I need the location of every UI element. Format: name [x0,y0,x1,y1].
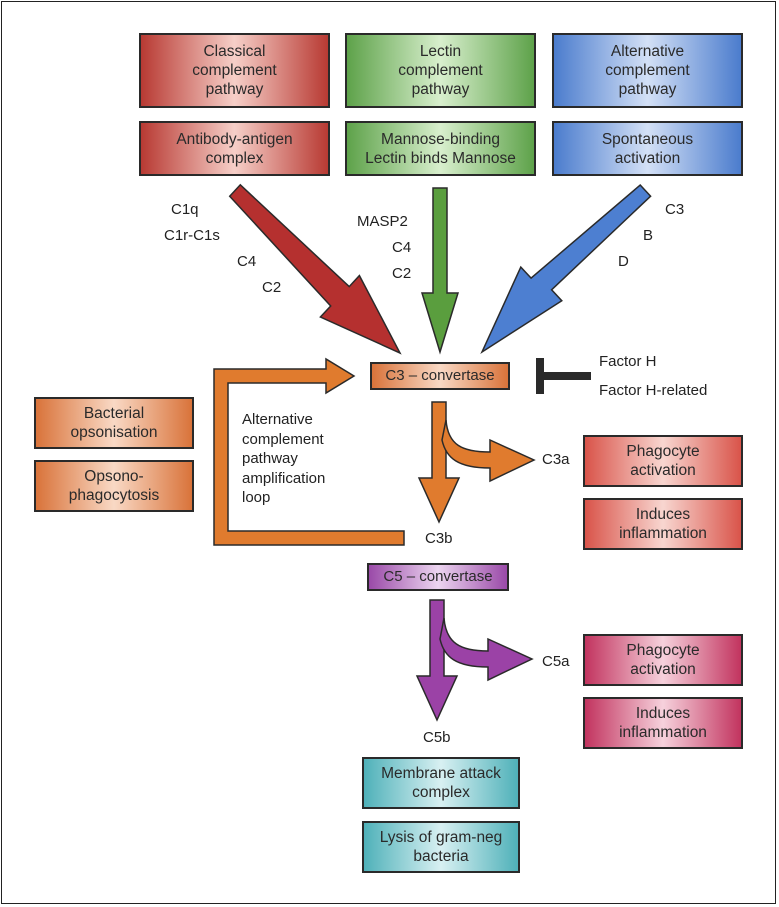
classical-arrow [228,183,402,355]
amplification-loop-arrow [213,357,405,546]
lectin-factor-c2: C2 [392,265,412,282]
regulator-factor-h: Factor H [599,353,657,370]
membrane-attack-complex-box: Membrane attack complex [362,757,520,809]
classical-factor-c1q: C1q [171,201,199,218]
lectin-factor-masp2: MASP2 [357,213,408,230]
opsonophagocytosis-box: Opsono- phagocytosis [34,460,194,512]
alternative-factor-b: B [643,227,654,244]
c3a-label: C3a [542,451,570,468]
classical-trigger-box: Antibody-antigen complex [139,121,330,176]
classical-factor-c2: C2 [262,279,282,296]
c5-cleavage-arrow [415,599,459,722]
classical-factor-c4: C4 [237,253,257,270]
c3-cleavage-arrow [417,401,461,524]
lysis-gram-neg-box: Lysis of gram-neg bacteria [362,821,520,873]
c5b-label: C5b [423,729,451,746]
c5a-label: C5a [542,653,570,670]
amplification-loop-label: Alternative complement pathway amplifica… [242,411,326,506]
alternative-factor-c3: C3 [665,201,685,218]
alternative-trigger-box: Spontaneous activation [552,121,743,176]
regulator-factor-h-related: Factor H-related [599,382,708,399]
alternative-factor-d: D [618,253,629,270]
lectin-arrow [420,187,460,355]
c5a-branch-arrow [439,617,534,682]
c3a-induces-inflammation-box: Induces inflammation [583,498,743,550]
c5a-phagocyte-activation-box: Phagocyte activation [583,634,743,686]
factor-h-inhibition-icon [536,358,591,394]
bacterial-opsonisation-box: Bacterial opsonisation [34,397,194,449]
alternative-arrow [480,183,652,355]
c5a-induces-inflammation-box: Induces inflammation [583,697,743,749]
lectin-trigger-box: Mannose-binding Lectin binds Mannose [345,121,536,176]
c3a-phagocyte-activation-box: Phagocyte activation [583,435,743,487]
c3-convertase-box: C3 – convertase [370,362,510,390]
lectin-factor-c4: C4 [392,239,412,256]
classical-factor-c1r-c1s: C1r-C1s [164,227,220,244]
c5-convertase-box: C5 – convertase [367,563,509,591]
alternative-pathway-box: Alternative complement pathway [552,33,743,108]
c3b-label: C3b [425,530,453,547]
lectin-pathway-box: Lectin complement pathway [345,33,536,108]
c3a-branch-arrow [441,419,536,483]
classical-pathway-box: Classical complement pathway [139,33,330,108]
